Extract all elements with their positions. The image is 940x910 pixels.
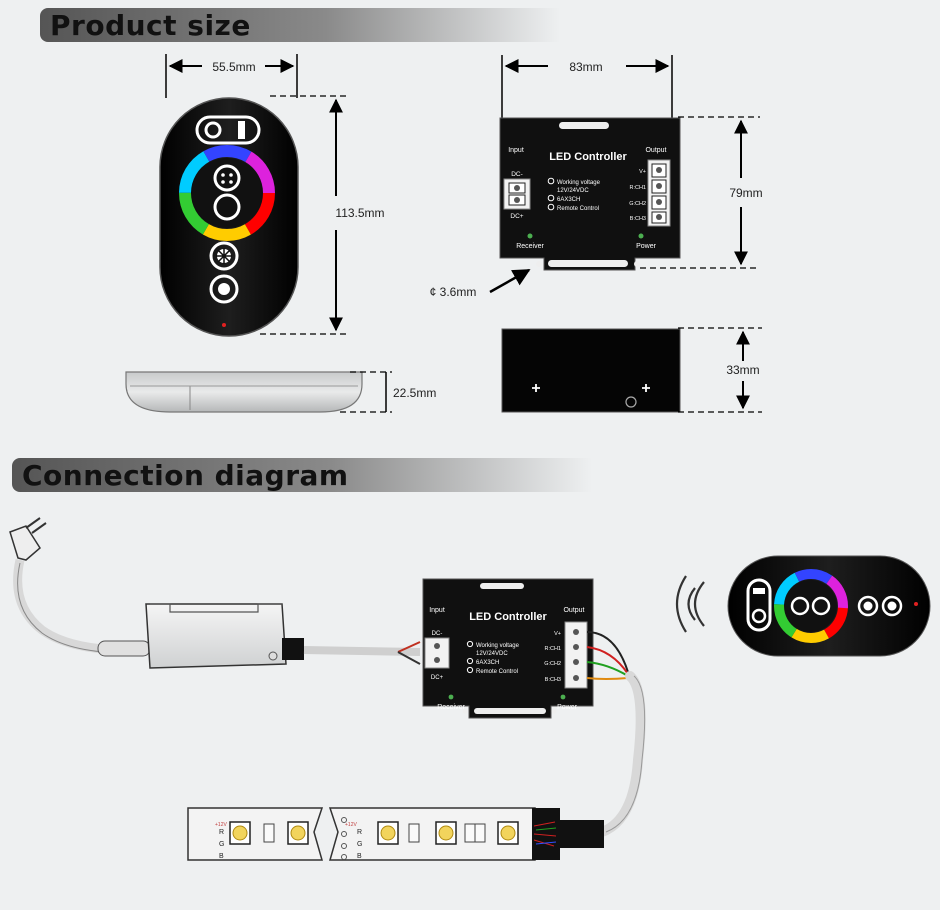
power-label: Power	[636, 243, 657, 250]
remote-width-label: 55.5mm	[212, 60, 255, 74]
remote-width-dimension: 55.5mm	[165, 54, 298, 98]
strip-resistor	[464, 823, 476, 843]
remote-height-dimension: 113.5mm	[260, 95, 385, 335]
output-label: Output	[645, 147, 666, 154]
mode-button-icon	[213, 164, 241, 192]
ch1-label-2: R:CH1	[544, 646, 561, 652]
spec-remote: Remote Control	[557, 206, 599, 212]
strip-resistor	[408, 823, 420, 843]
spec-current-2: 6AX3CH	[476, 660, 499, 666]
strip-resistor	[474, 823, 486, 843]
output-label-2: Output	[563, 607, 584, 614]
spec-voltage-value-2: 12V/24VDC	[476, 651, 508, 657]
power-plug	[9, 517, 129, 655]
spec-voltage: Working voltage	[557, 180, 601, 186]
controller-height-dimension: 79mm	[640, 116, 763, 269]
center-button-icon	[213, 193, 241, 221]
input-label-2: Input	[429, 607, 445, 614]
vplus-label: V+	[639, 169, 646, 175]
led-lens	[290, 825, 306, 841]
connection-diagram-heading: Connection diagram	[12, 458, 592, 492]
ch2-label-2: G:CH2	[544, 661, 561, 667]
receiver-label: Receiver	[516, 243, 544, 250]
ch3-label: B:CH3	[630, 216, 646, 222]
strip-pad-b: B	[219, 853, 224, 860]
input-label: Input	[508, 147, 524, 154]
led-strip: +12V R G B +12V R G B	[187, 807, 604, 861]
dc-minus-label: DC-	[511, 171, 523, 178]
strip-pad-r: R	[219, 829, 224, 836]
controller-top-view: LED Controller Input Output DC- DC+ V+	[499, 117, 681, 271]
led-lens	[232, 825, 248, 841]
controller-width-dimension: 83mm	[501, 55, 673, 118]
power-supply	[97, 603, 421, 669]
output-terminal-2	[564, 621, 588, 689]
controller-title-2: LED Controller	[469, 611, 547, 623]
strip-pad-b-2: B	[357, 853, 362, 860]
brightness-down-icon	[209, 274, 239, 304]
spec-voltage-2: Working voltage	[476, 643, 520, 649]
output-cable	[586, 631, 646, 837]
power-switch-icon	[195, 115, 261, 145]
strip-pad-vplus: +12V	[215, 822, 227, 828]
ch2-label: G:CH2	[629, 201, 646, 207]
controller-width-label: 83mm	[569, 60, 602, 74]
controller-title: LED Controller	[549, 151, 627, 163]
remote-connection-view	[727, 555, 931, 657]
controller-height-label: 79mm	[729, 186, 762, 200]
power-label-2: Power	[557, 704, 578, 711]
vplus-label-2: V+	[554, 631, 561, 637]
color-wheel-icon-2	[774, 569, 848, 643]
strip-pad-g-2: G	[357, 841, 362, 848]
spec-remote-2: Remote Control	[476, 669, 518, 675]
hole-dimension: ¢ 3.6mm	[430, 268, 531, 299]
hole-diameter-label: ¢ 3.6mm	[430, 285, 477, 299]
dc-minus-label-2: DC-	[432, 631, 443, 637]
brightness-down-icon-2	[881, 595, 903, 617]
input-terminal	[503, 178, 531, 210]
led-lens	[438, 825, 454, 841]
led-lens	[380, 825, 396, 841]
controller-connection-view: LED Controller Input Output DC- DC+ V+ R…	[422, 578, 594, 719]
dc-plus-label: DC+	[510, 213, 523, 220]
brightness-up-icon	[209, 241, 239, 271]
led-lens	[500, 825, 516, 841]
controller-side-view: 33mm	[501, 327, 762, 413]
wireless-signal-icon	[675, 575, 705, 633]
spec-voltage-value: 12V/24VDC	[557, 188, 589, 194]
remote-thickness-label: 22.5mm	[393, 386, 436, 400]
brightness-up-icon-2	[857, 595, 879, 617]
input-terminal-2	[424, 637, 450, 669]
remote-height-label: 113.5mm	[335, 206, 384, 220]
product-size-heading: Product size	[40, 8, 560, 42]
remote-side-view: 22.5mm	[125, 371, 436, 413]
ch1-label: R:CH1	[629, 185, 646, 191]
dc-plus-label-2: DC+	[431, 675, 444, 681]
indicator-led	[222, 323, 226, 327]
controller-depth-label: 33mm	[726, 363, 759, 377]
power-switch-icon-2	[746, 578, 772, 632]
strip-resistor	[263, 823, 275, 843]
remote-front-view	[159, 97, 299, 337]
color-wheel-icon	[179, 145, 275, 241]
spec-current: 6AX3CH	[557, 197, 580, 203]
receiver-label-2: Receiver	[437, 704, 465, 711]
ch3-label-2: B:CH3	[545, 677, 561, 683]
strip-pad-g: G	[219, 841, 224, 848]
output-terminal	[647, 159, 671, 227]
strip-pad-r-2: R	[357, 829, 362, 836]
strip-pad-vplus-2: +12V	[345, 822, 357, 828]
